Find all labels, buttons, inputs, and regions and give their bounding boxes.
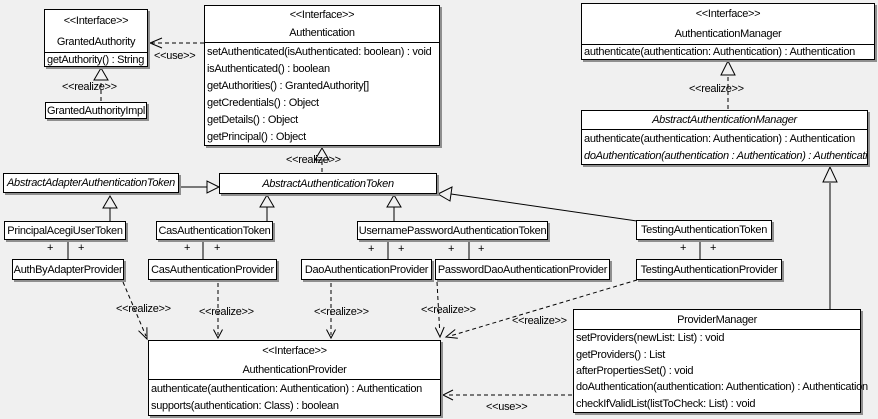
class-authentication-provider: <<Interface>> AuthenticationProvider aut… bbox=[148, 340, 441, 416]
method-label: getAuthorities() : GrantedAuthority[] bbox=[207, 79, 369, 92]
method-label: getPrincipal() : Object bbox=[207, 130, 306, 143]
method-label: getAuthority() : String bbox=[47, 53, 145, 66]
class-name: AuthenticationManager bbox=[674, 28, 782, 40]
class-authentication: <<Interface>> Authentication setAuthenti… bbox=[204, 5, 440, 146]
method-label: checkIfValidList(listToCheck: List) : vo… bbox=[576, 397, 756, 410]
realize-label: <<realize>> bbox=[314, 306, 369, 318]
class-name: AuthenticationProvider bbox=[242, 363, 347, 376]
class-name: GrantedAuthority bbox=[56, 35, 136, 48]
plus-label: + bbox=[368, 243, 375, 255]
plus-label: + bbox=[47, 242, 54, 254]
class-name: ProviderManager bbox=[677, 313, 757, 326]
class-abstract-authentication-manager: AbstractAuthenticationManager authentica… bbox=[581, 110, 868, 165]
edge-gen-usernamepasswordtoken bbox=[386, 194, 402, 221]
edge-realize-casauthenticationprovider bbox=[213, 283, 223, 340]
edge-realize-daoauthenticationprovider bbox=[326, 283, 336, 340]
class-principal-acegi-user-token: PrincipalAcegiUserToken bbox=[4, 221, 126, 240]
edge-gen-providermanager bbox=[822, 165, 838, 309]
class-provider-manager: ProviderManager setProviders(newList: Li… bbox=[573, 309, 868, 413]
realize-label: <<realize>> bbox=[199, 306, 254, 318]
use-label: <<use>> bbox=[154, 50, 196, 62]
method-label: getCredentials() : Object bbox=[207, 96, 319, 109]
class-granted-authority-impl: GrantedAuthorityImpl bbox=[45, 102, 147, 119]
edge-realize-abstractauthenticationtoken bbox=[314, 147, 330, 172]
method-label: supports(authentication: Class) : boolea… bbox=[151, 400, 339, 413]
class-cas-authentication-provider: CasAuthenticationProvider bbox=[148, 259, 277, 280]
plus-label: + bbox=[710, 242, 717, 254]
class-auth-by-adapter-provider: AuthByAdapterProvider bbox=[12, 259, 124, 280]
edge-realize-abstractauthenticationmanager bbox=[720, 59, 736, 109]
method-label: doAuthentication(authentication : Authen… bbox=[584, 149, 868, 162]
edge-realize-passworddaoauthenticationprovider bbox=[434, 281, 445, 339]
class-name: CasAuthenticationProvider bbox=[151, 263, 274, 276]
method-label: doAuthentication(authentication: Authent… bbox=[576, 381, 868, 394]
method-label: afterPropertiesSet() : void bbox=[576, 364, 694, 377]
method-label: authenticate(authentication: Authenticat… bbox=[151, 382, 422, 395]
method-label: setProviders(newList: List) : void bbox=[576, 332, 725, 345]
class-name: UsernamePasswordAuthenticationToken bbox=[358, 224, 547, 237]
class-name: TestingAuthenticationToken bbox=[640, 224, 768, 236]
class-abstract-authentication-token: AbstractAuthenticationToken bbox=[219, 173, 437, 194]
method-label: getDetails() : Object bbox=[207, 113, 298, 126]
class-password-dao-authentication-provider: PasswordDaoAuthenticationProvider bbox=[435, 259, 610, 280]
realize-label: <<realize>> bbox=[62, 81, 117, 93]
plus-label: + bbox=[398, 243, 405, 255]
class-abstract-adapter-authentication-token: AbstractAdapterAuthenticationToken bbox=[3, 173, 179, 193]
class-username-password-authentication-token: UsernamePasswordAuthenticationToken bbox=[357, 221, 548, 240]
class-name: PasswordDaoAuthenticationProvider bbox=[437, 263, 608, 276]
class-name: GrantedAuthorityImpl bbox=[47, 104, 145, 117]
class-dao-authentication-provider: DaoAuthenticationProvider bbox=[301, 259, 432, 280]
class-testing-authentication-token: TestingAuthenticationToken bbox=[636, 220, 772, 240]
class-name: Authentication bbox=[289, 27, 355, 39]
class-name: AbstractAuthenticationToken bbox=[262, 177, 394, 190]
method-label: getProviders() : List bbox=[576, 348, 666, 361]
class-granted-authority: <<Interface>> GrantedAuthority getAuthor… bbox=[44, 9, 148, 67]
method-label: authenticate(authentication: Authenticat… bbox=[584, 46, 855, 58]
edge-use-providermanager bbox=[441, 389, 572, 401]
edge-gen-adapter-token bbox=[180, 180, 221, 194]
class-name: AuthByAdapterProvider bbox=[13, 263, 123, 276]
edge-realize-grantedauthorityimpl bbox=[93, 67, 109, 101]
class-name: CasAuthenticationToken bbox=[158, 224, 271, 237]
plus-label: + bbox=[184, 242, 191, 254]
stereotype-label: <<Interface>> bbox=[695, 8, 761, 20]
plus-label: + bbox=[214, 242, 221, 254]
plus-label: + bbox=[478, 243, 485, 255]
edge-gen-testingauthenticationtoken bbox=[436, 186, 638, 222]
plus-label: + bbox=[78, 242, 85, 254]
plus-label: + bbox=[448, 243, 455, 255]
class-name: AbstractAuthenticationManager bbox=[652, 114, 797, 126]
class-authentication-manager: <<Interface>> AuthenticationManager auth… bbox=[581, 3, 875, 60]
realize-label: <<realize>> bbox=[116, 303, 171, 315]
edge-gen-principalacegiusertoken bbox=[102, 195, 118, 221]
class-name: DaoAuthenticationProvider bbox=[304, 263, 429, 276]
class-name: TestingAuthenticationProvider bbox=[640, 263, 778, 276]
use-label: <<use>> bbox=[486, 401, 528, 413]
realize-label: <<realize>> bbox=[286, 154, 341, 166]
stereotype-label: <<Interface>> bbox=[63, 14, 129, 27]
stereotype-label: <<Interface>> bbox=[289, 9, 355, 21]
realize-label: <<realize>> bbox=[421, 304, 476, 316]
realize-label: <<realize>> bbox=[689, 83, 744, 95]
method-label: setAuthenticated(isAuthenticated: boolea… bbox=[207, 45, 432, 58]
edge-realize-testingauthenticationprovider bbox=[444, 279, 638, 339]
realize-label: <<realize>> bbox=[512, 315, 567, 327]
class-name: PrincipalAcegiUserToken bbox=[7, 224, 123, 237]
stereotype-label: <<Interface>> bbox=[262, 344, 327, 357]
class-name: AbstractAdapterAuthenticationToken bbox=[7, 177, 175, 189]
class-cas-authentication-token: CasAuthenticationToken bbox=[156, 221, 273, 240]
method-label: authenticate(authentication: Authenticat… bbox=[584, 132, 855, 145]
edge-gen-casauthenticationtoken bbox=[259, 194, 275, 221]
plus-label: + bbox=[680, 242, 687, 254]
edge-use-authentication-grantedauthority bbox=[148, 37, 204, 49]
edge-realize-authbyadapterprovider bbox=[122, 281, 148, 341]
class-testing-authentication-provider: TestingAuthenticationProvider bbox=[636, 259, 782, 280]
method-label: isAuthenticated() : boolean bbox=[207, 62, 330, 75]
